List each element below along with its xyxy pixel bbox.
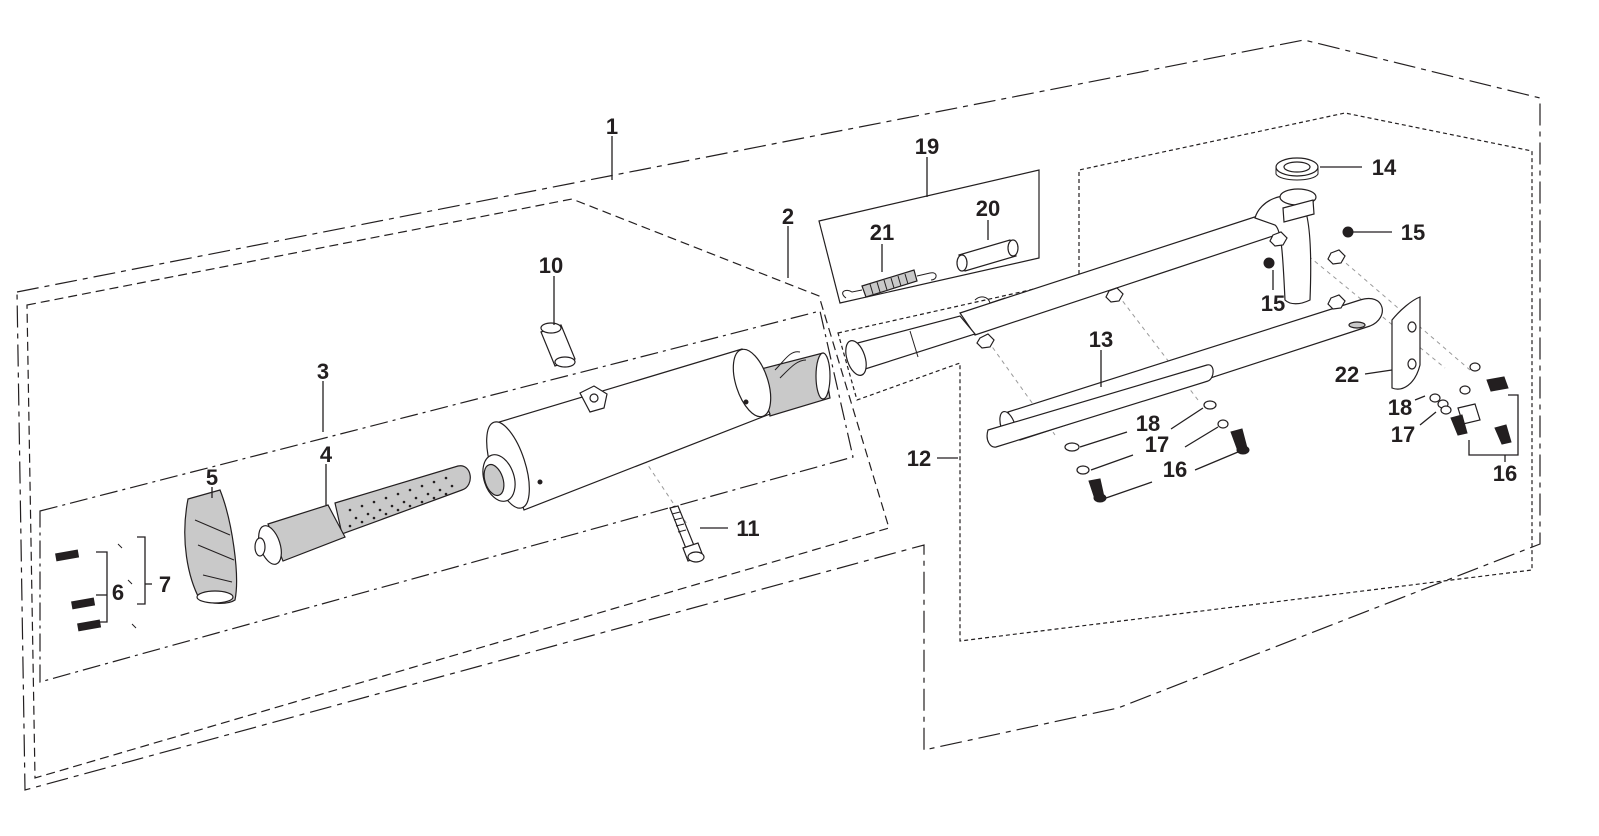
mount-bracket-part-22 bbox=[1391, 296, 1421, 390]
callout-labels: 1 2 3 4 5 6 7 10 11 12 13 14 15 15 16 16… bbox=[112, 114, 1517, 605]
callout-1: 1 bbox=[606, 114, 618, 139]
callout-16-left: 16 bbox=[1163, 457, 1187, 482]
callout-20: 20 bbox=[976, 196, 1000, 221]
callout-11: 11 bbox=[736, 516, 759, 541]
callout-18-left: 18 bbox=[1136, 411, 1160, 436]
callout-21: 21 bbox=[870, 220, 894, 245]
spacer-part-10 bbox=[540, 322, 576, 368]
washers-part-7 bbox=[117, 543, 137, 629]
callout-17-right: 17 bbox=[1391, 422, 1415, 447]
screws-part-6 bbox=[55, 549, 102, 632]
bolt-part-11 bbox=[669, 505, 705, 563]
fasteners-parts-16-17-18-right bbox=[1429, 362, 1512, 445]
callout-2: 2 bbox=[782, 204, 794, 229]
sleeve-part-20 bbox=[956, 239, 1019, 272]
group-boundary-1 bbox=[16, 39, 1541, 791]
callout-15-lower: 15 bbox=[1261, 291, 1285, 316]
perforated-core-part-4 bbox=[254, 465, 471, 565]
callout-16-right: 16 bbox=[1493, 461, 1517, 486]
fasteners-parts-16-17-18-left bbox=[1064, 400, 1250, 503]
callout-5: 5 bbox=[206, 465, 218, 490]
callout-3: 3 bbox=[317, 359, 329, 384]
nut-parts-15 bbox=[1263, 226, 1354, 269]
muffler-body-part-3 bbox=[482, 348, 831, 511]
callout-4: 4 bbox=[320, 442, 333, 467]
group-boundary-19 bbox=[818, 169, 1040, 304]
callout-22: 22 bbox=[1335, 362, 1359, 387]
callout-12: 12 bbox=[907, 446, 931, 471]
group-boundary-3 bbox=[39, 310, 854, 683]
callout-10: 10 bbox=[539, 253, 563, 278]
callout-19: 19 bbox=[915, 134, 939, 159]
callout-18-right: 18 bbox=[1388, 395, 1412, 420]
group-boundary-12 bbox=[837, 112, 1533, 642]
callout-14: 14 bbox=[1372, 155, 1397, 180]
end-cap-part-5 bbox=[184, 489, 238, 604]
heat-shield-part-13 bbox=[986, 364, 1214, 448]
spring-part-21 bbox=[842, 269, 937, 299]
callout-17-left: 17 bbox=[1145, 432, 1169, 457]
gasket-part-14 bbox=[1275, 157, 1319, 181]
callout-7: 7 bbox=[159, 572, 171, 597]
callout-13: 13 bbox=[1089, 327, 1113, 352]
group-boundary-2 bbox=[26, 198, 890, 779]
callout-15-upper: 15 bbox=[1401, 220, 1425, 245]
leader-lines bbox=[96, 136, 1519, 623]
callout-6: 6 bbox=[112, 580, 124, 605]
